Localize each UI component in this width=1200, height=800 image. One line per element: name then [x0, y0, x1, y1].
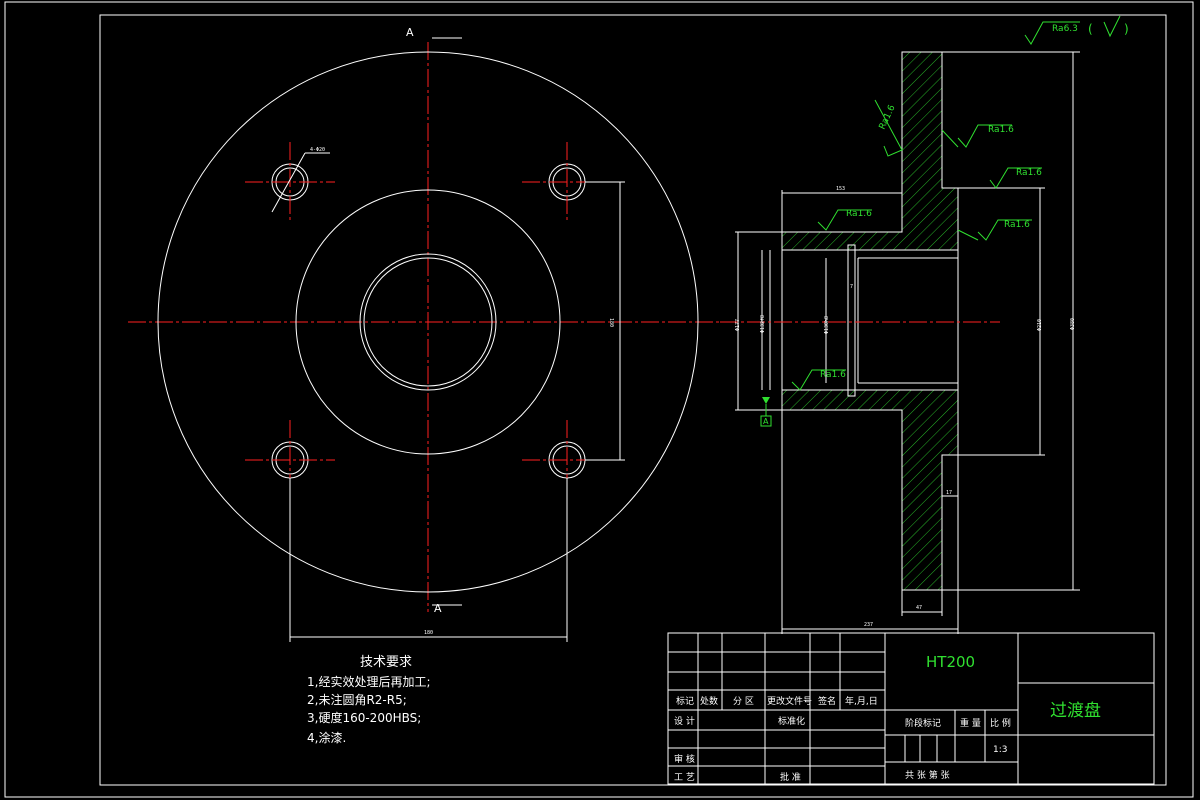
- svg-text:Ra1.6: Ra1.6: [988, 125, 1014, 135]
- hub-circle: [295, 189, 561, 455]
- roughness-general: Ra6.3 ( ): [1024, 15, 1129, 45]
- flange-t-dim: 17: [946, 490, 952, 496]
- tb-scale: 1:3: [993, 745, 1007, 755]
- part-name: 过渡盘: [1050, 701, 1101, 721]
- roughness-2: Ra1.6: [941, 124, 1014, 148]
- tb-review: 审 核: [674, 753, 695, 765]
- tb-label-sign: 签名: [818, 695, 836, 707]
- tb-label-zone: 分 区: [733, 696, 754, 707]
- svg-text:Ra6.3: Ra6.3: [1052, 24, 1078, 34]
- section-view: 153 Φ177 Φ132f8 Φ130h8 7 Φ210 Φ380 17 47…: [720, 15, 1129, 634]
- roughness-1: Ra1.6: [874, 99, 903, 157]
- tb-label-count: 处数: [700, 695, 718, 707]
- hole-dia-dim: 4-Φ20: [310, 147, 325, 153]
- bore-dia-dim: Φ132f8: [760, 315, 766, 333]
- tech-req-2: 2,未注圆角R2-R5;: [307, 692, 407, 707]
- svg-text:Ra1.6: Ra1.6: [1004, 220, 1030, 230]
- hole-pitch-v-dim: 180: [608, 318, 614, 327]
- tech-req-1: 1,经实效处理后再加工;: [307, 674, 431, 689]
- section-mark-top: A: [406, 26, 414, 39]
- step-dia-dim: Φ130h8: [824, 316, 830, 334]
- roughness-3: Ra1.6: [989, 167, 1042, 189]
- tb-design: 设 计: [674, 715, 695, 727]
- svg-text:Ra1.6: Ra1.6: [846, 209, 872, 219]
- svg-text:Ra1.6: Ra1.6: [878, 103, 898, 131]
- bore-inner-circle: [363, 257, 493, 387]
- sheet-outer-border: [4, 1, 1194, 798]
- tb-label-doc: 更改文件号: [767, 695, 812, 707]
- tech-req-3: 3,硬度160-200HBS;: [307, 710, 421, 725]
- svg-text:Ra1.6: Ra1.6: [820, 370, 846, 380]
- roughness-6: Ra1.6: [791, 369, 846, 391]
- outer-flange-circle: [157, 51, 699, 593]
- flange-od-dim: Φ380: [1070, 318, 1076, 330]
- tech-req-title: 技术要求: [360, 655, 412, 670]
- groove-dim: 7: [850, 284, 853, 290]
- section-mark-bottom: A: [434, 602, 442, 615]
- tb-stage-mark: 阶段标记: [905, 717, 941, 729]
- svg-text:(: (: [1088, 22, 1093, 36]
- tb-label-date: 年,月,日: [845, 695, 878, 707]
- title-block: HT200 过渡盘 标记 处数 分 区 更改文件号 签名 年,月,日 设 计 标…: [667, 632, 1155, 785]
- tb-approve: 批 准: [780, 771, 801, 783]
- flange-inner-dim: Φ210: [1037, 319, 1043, 331]
- sheet-inner-border: [99, 14, 1167, 786]
- svg-text:Ra1.6: Ra1.6: [1016, 168, 1042, 178]
- tb-ratio: 比 例: [990, 717, 1011, 729]
- tb-standard: 标准化: [778, 715, 805, 727]
- bolt-hole-tl: [245, 142, 335, 222]
- front-view: A A 4-Φ20 180 180: [128, 26, 720, 642]
- hub-od-dim: Φ177: [735, 319, 741, 331]
- tb-process: 工 艺: [674, 772, 695, 783]
- material-label: HT200: [926, 653, 975, 671]
- roughness-4: Ra1.6: [817, 209, 872, 231]
- flange-w-dim: 47: [916, 605, 922, 611]
- datum-label: A: [763, 417, 769, 426]
- roughness-5: Ra1.6: [957, 219, 1032, 241]
- tech-requirements: 技术要求 1,经实效处理后再加工; 2,未注圆角R2-R5; 3,硬度160-2…: [307, 655, 431, 745]
- hole-pitch-h-dim: 180: [424, 630, 433, 636]
- hub-len-dim: 153: [836, 186, 845, 192]
- bore-circle: [359, 253, 497, 391]
- tb-weight: 重 量: [960, 717, 981, 729]
- total-len-dim: 237: [864, 622, 873, 628]
- tb-label-mark: 标记: [676, 695, 694, 707]
- tb-sheets: 共 张 第 张: [905, 769, 950, 781]
- svg-text:): ): [1124, 22, 1129, 36]
- tech-req-4: 4,涂漆.: [307, 730, 346, 745]
